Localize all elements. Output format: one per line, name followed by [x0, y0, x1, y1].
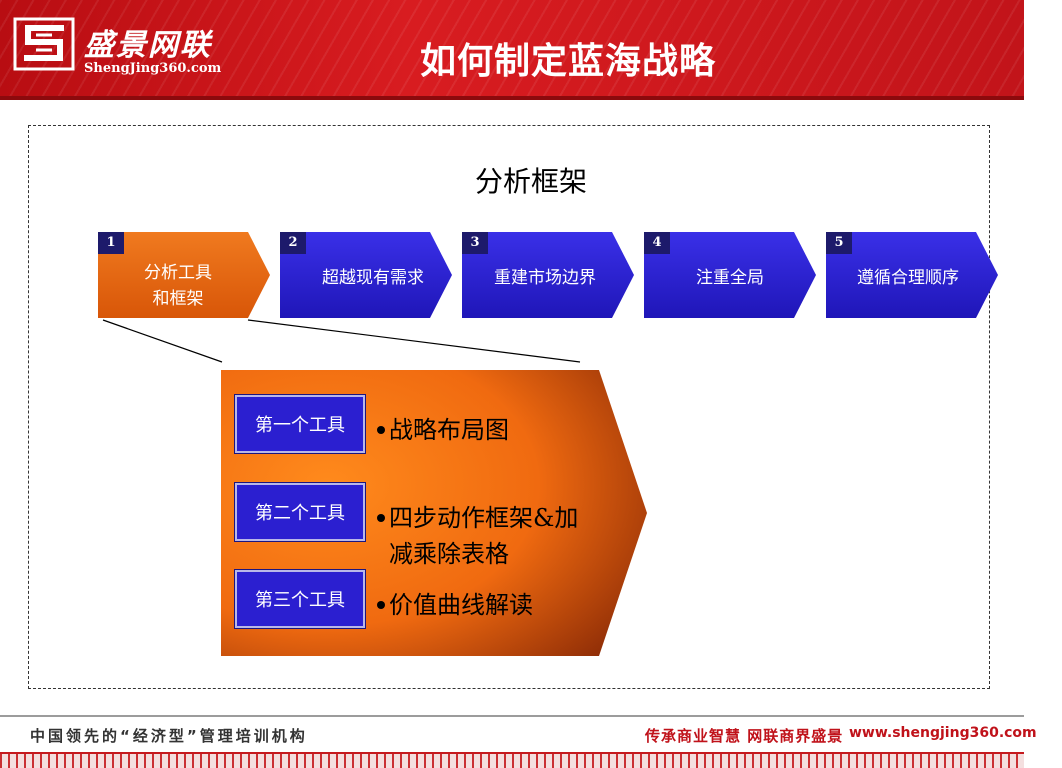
step-3-label: 重建市场边界 — [494, 268, 596, 288]
tool-2-text-line2: 减乘除表格 — [389, 540, 509, 568]
step-5-label: 遵循合理顺序 — [857, 268, 959, 288]
tool-1-description: 战略布局图 — [377, 412, 509, 448]
step-2-label: 超越现有需求 — [322, 268, 424, 288]
step-5-chevron[interactable]: 5 遵循合理顺序 — [826, 232, 998, 318]
tool-3-description: 价值曲线解读 — [377, 587, 533, 623]
footer-tagline: 中国领先的“经济型”管理培训机构 — [30, 727, 308, 745]
footer-decorative-border — [0, 752, 1024, 768]
step-2-chevron[interactable]: 2 超越现有需求 — [280, 232, 452, 318]
tool-2-button[interactable]: 第二个工具 — [234, 482, 366, 542]
logo-icon — [13, 17, 75, 71]
step-4-number: 4 — [644, 232, 670, 254]
section-title: 分析框架 — [474, 165, 587, 198]
step-4-shape — [644, 232, 816, 318]
step-3-number: 3 — [462, 232, 488, 254]
tool-2-text-line1: 四步动作框架&加 — [389, 504, 579, 532]
step-1-label-line2: 和框架 — [152, 289, 204, 309]
content-frame — [28, 125, 990, 689]
step-5-number: 5 — [826, 232, 852, 254]
step-4-chevron[interactable]: 4 注重全局 — [644, 232, 816, 318]
step-1-shape — [98, 232, 270, 318]
step-4-label: 注重全局 — [696, 268, 764, 288]
footer-divider — [0, 715, 1024, 717]
step-1-label-line1: 分析工具 — [144, 263, 212, 283]
step-1-number: 1 — [98, 232, 124, 254]
header-pattern — [0, 0, 1024, 100]
tool-3-button[interactable]: 第三个工具 — [234, 569, 366, 629]
step-5-shape — [826, 232, 998, 318]
footer-url[interactable]: www.shengjing360.com — [849, 725, 1037, 741]
step-1-chevron[interactable]: 1 分析工具 和框架 — [98, 232, 270, 318]
step-2-shape — [280, 232, 452, 318]
header-banner: 盛景网联 ShengJing360.com 如何制定蓝海战略 — [0, 0, 1024, 100]
tool-1-text: 战略布局图 — [389, 416, 509, 444]
bullet-icon — [377, 425, 385, 434]
step-1-label: 分析工具 和框架 — [98, 254, 258, 318]
step-2-number: 2 — [280, 232, 306, 254]
logo-english-name: ShengJing360.com — [84, 61, 222, 76]
footer-slogan: 传承商业智慧 网联商界盛景 — [645, 727, 844, 745]
step-3-shape — [462, 232, 634, 318]
bullet-icon — [377, 600, 385, 609]
tool-1-button[interactable]: 第一个工具 — [234, 394, 366, 454]
step-3-chevron[interactable]: 3 重建市场边界 — [462, 232, 634, 318]
tool-2-description: 四步动作框架&加 减乘除表格 — [377, 500, 627, 572]
logo-chinese-name: 盛景网联 — [84, 28, 212, 63]
tool-3-text: 价值曲线解读 — [389, 591, 533, 619]
header-bottom-line — [0, 96, 1024, 100]
bullet-icon — [377, 513, 385, 522]
footer-border-line — [0, 752, 1024, 754]
page-title: 如何制定蓝海战略 — [420, 41, 717, 82]
connector-lines — [102, 319, 581, 363]
